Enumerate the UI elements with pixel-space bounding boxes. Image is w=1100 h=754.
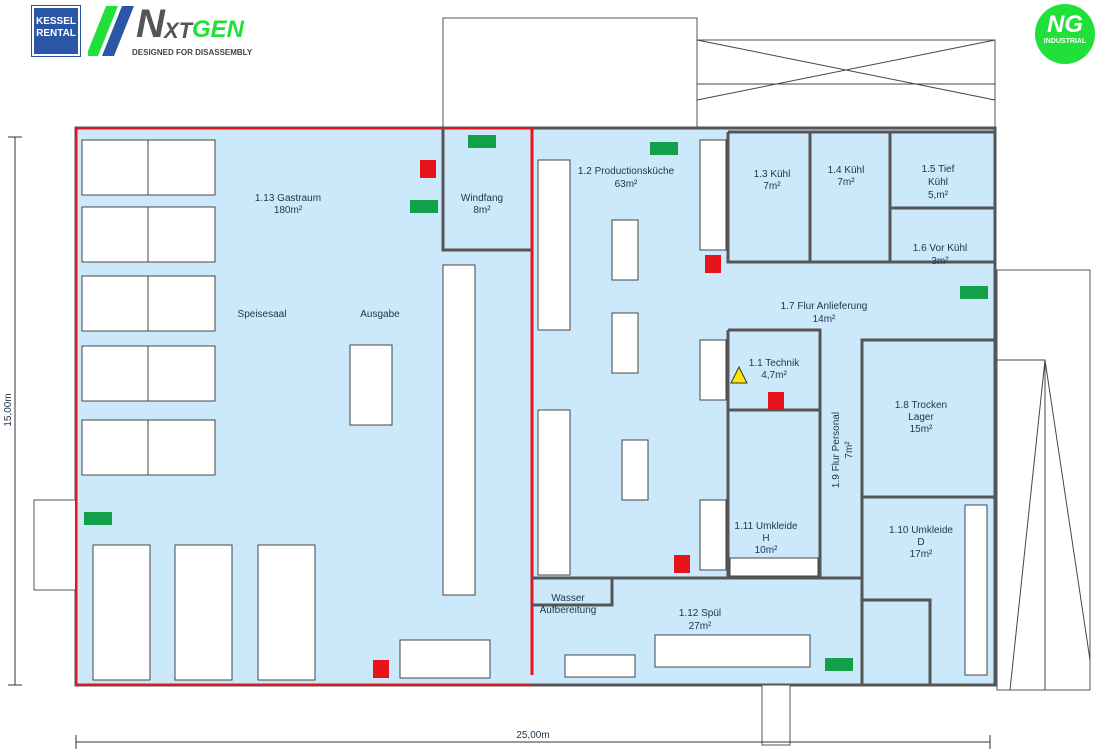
room-umkleide-d-area: 17m² <box>910 549 933 560</box>
room-flur-personal-name: 1.9 Flur Personal <box>831 412 842 488</box>
room-trocken-area: 15m² <box>910 424 933 435</box>
room-vorkuehl-name: 1.6 Vor Kühl <box>913 243 967 254</box>
nxtgen-logo: N XT GEN DESIGNED FOR DISASSEMBLY <box>88 2 268 60</box>
room-trocken-name2: Lager <box>908 412 934 423</box>
dimension-lines <box>8 136 991 749</box>
rear-deck <box>761 684 791 746</box>
walls <box>441 128 997 685</box>
room-flur-personal-area: 7m² <box>844 441 855 459</box>
room-production-name: 1.2 Productionsküche <box>578 166 675 177</box>
kessel-rental-logo: KESSEL RENTAL <box>31 5 81 57</box>
room-tiefkuehl-name2: Kühl <box>928 177 948 188</box>
room-tiefkuehl-area: 5,m² <box>928 190 949 201</box>
room-windfang-name: Windfang <box>461 193 503 204</box>
entrance-deck <box>33 499 77 591</box>
room-trocken-name: 1.8 Trocken <box>895 400 947 411</box>
room-spuel-name: 1.12 Spül <box>679 608 721 619</box>
room-technik-name: 1.1 Technik <box>749 358 800 369</box>
dining-tables <box>81 139 393 681</box>
room-tiefkuehl-name: 1.5 Tief <box>922 164 955 175</box>
top-annex <box>442 17 996 129</box>
room-kuehl14-name: 1.4 Kühl <box>828 165 865 176</box>
room-vorkuehl-area: 3m² <box>931 256 949 267</box>
room-wasser-name: Wasser <box>551 593 585 604</box>
width-dimension: 25,00m <box>516 730 549 741</box>
room-umkleide-d-name: 1.10 Umkleide <box>889 525 953 536</box>
height-dimension: 15,00m <box>3 393 14 426</box>
fire-extinguisher-icon <box>373 160 784 678</box>
room-ausgabe: Ausgabe <box>360 309 400 320</box>
dining-boundary <box>75 127 532 686</box>
room-technik-area: 4,7m² <box>761 370 787 381</box>
ng-industrial-logo: NG INDUSTRIAL <box>1035 4 1095 64</box>
room-flur-anlieferung-area: 14m² <box>813 314 836 325</box>
room-umkleide-h-sub: H <box>762 533 769 544</box>
room-kuehl13-name: 1.3 Kühl <box>754 169 791 180</box>
room-speisesaal: Speisesaal <box>238 309 287 320</box>
high-voltage-warning-icon <box>730 365 748 384</box>
room-umkleide-d-sub: D <box>917 537 924 548</box>
room-kuehl14-area: 7m² <box>837 177 855 188</box>
room-spuel-area: 27m² <box>689 621 712 632</box>
room-wasser-name2: Aufbereitung <box>540 605 597 616</box>
emergency-exit-icon <box>84 135 988 671</box>
kitchen-equipment <box>399 139 988 679</box>
room-flur-anlieferung-name: 1.7 Flur Anlieferung <box>781 301 868 312</box>
room-gastraum-name: 1.13 Gastraum <box>255 193 321 204</box>
room-gastraum-area: 180m² <box>274 205 303 216</box>
room-production-area: 63m² <box>615 179 638 190</box>
room-kuehl13-area: 7m² <box>763 181 781 192</box>
room-umkleide-h-area: 10m² <box>755 545 778 556</box>
right-annex <box>996 269 1091 691</box>
room-umkleide-h-name: 1.11 Umkleide <box>734 521 798 532</box>
room-windfang-area: 8m² <box>473 205 491 216</box>
